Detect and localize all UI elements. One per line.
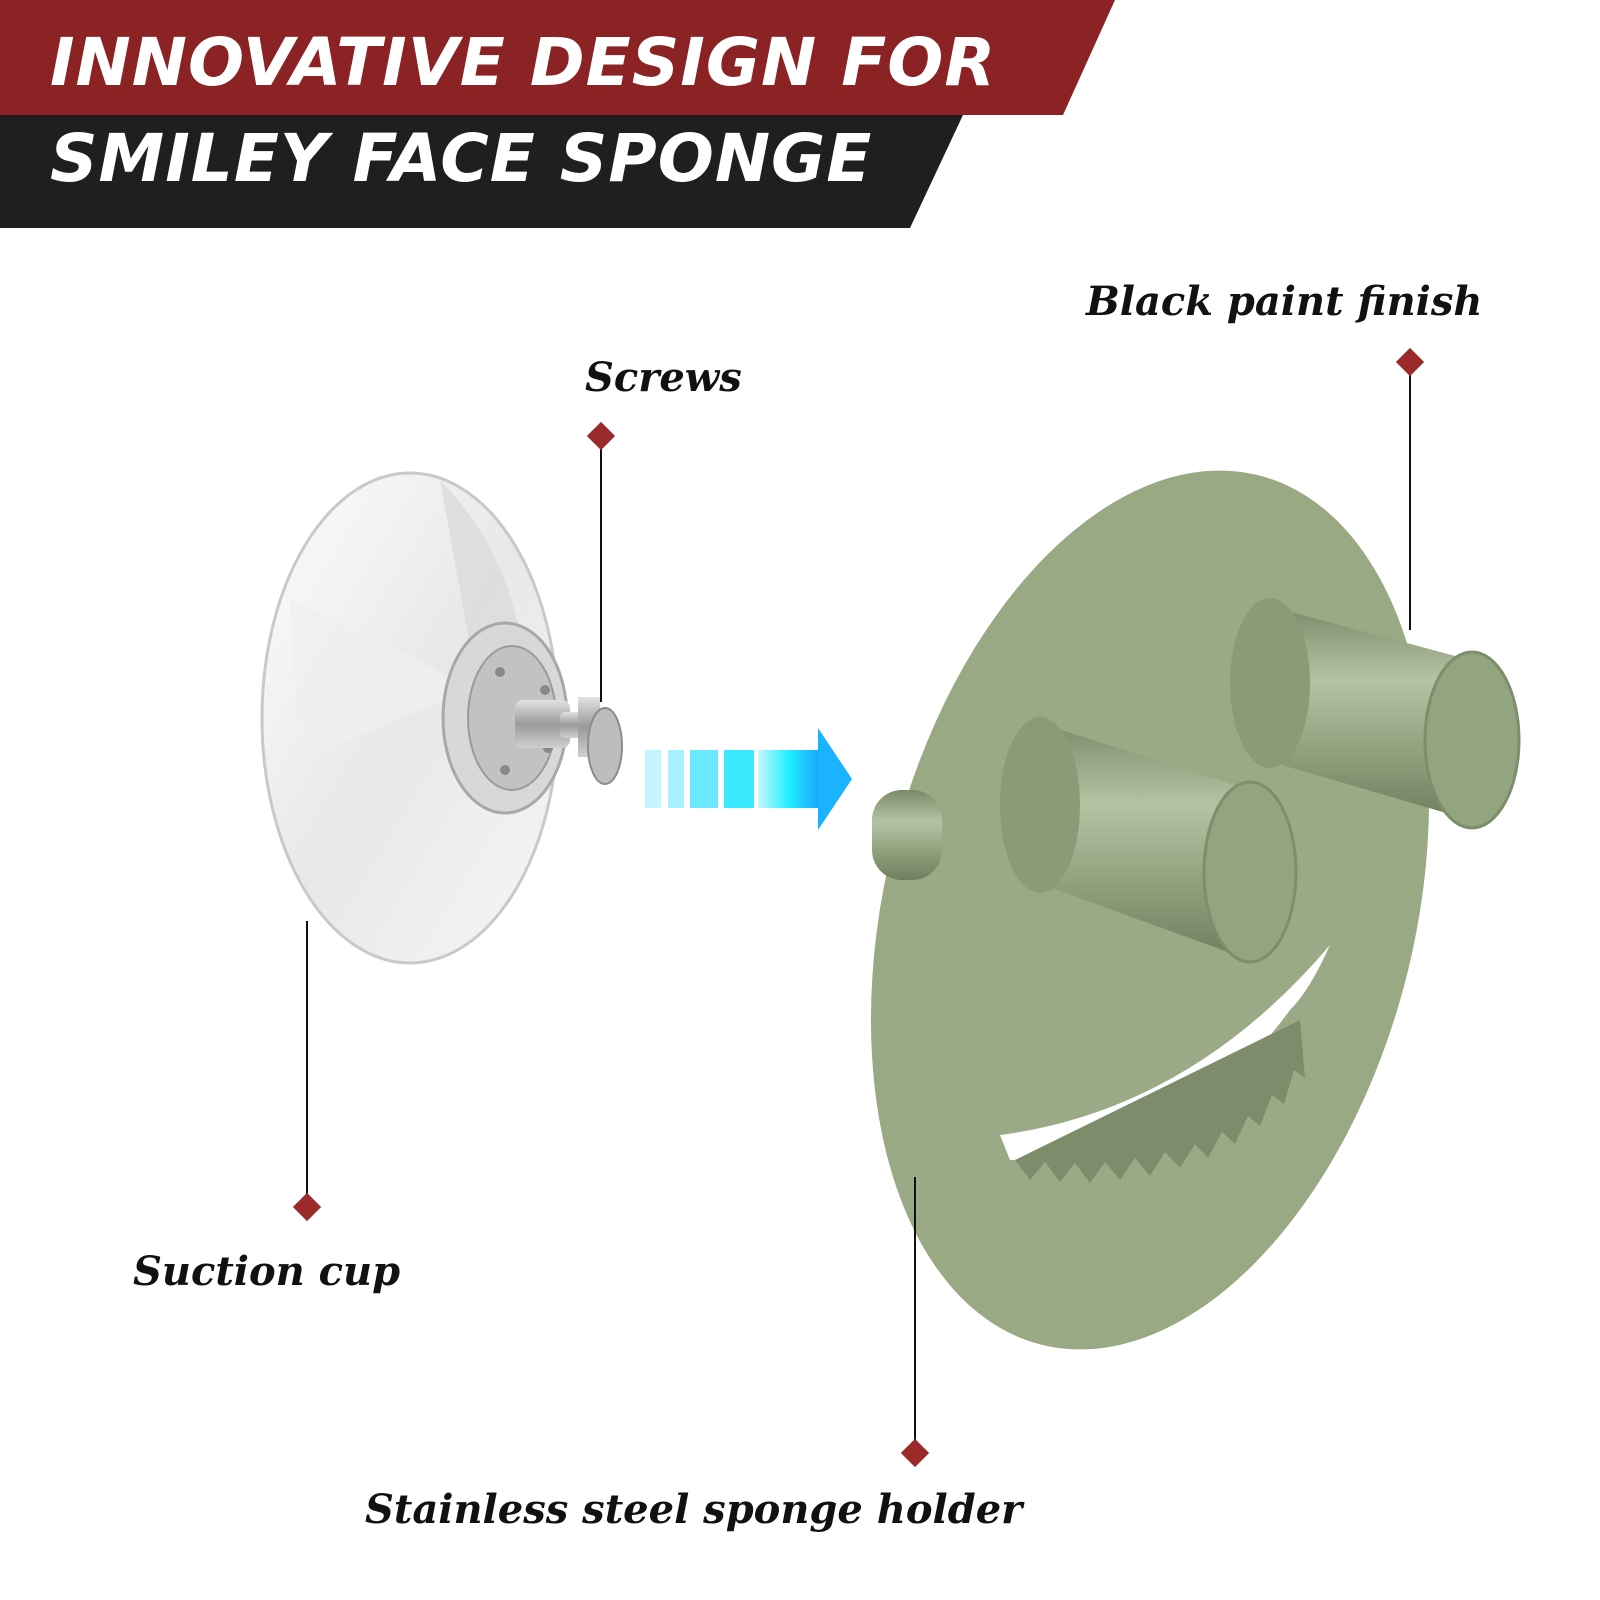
- callout-suction-cup: Suction cup: [133, 1248, 401, 1295]
- peg-left: [1000, 717, 1298, 964]
- suction-cup: [260, 471, 569, 965]
- callout-sponge-holder: Stainless steel sponge holder: [365, 1486, 1023, 1533]
- diamond-marker-icon: [900, 1438, 930, 1468]
- right-arrow-icon: [645, 728, 852, 830]
- sponge-holder: [870, 470, 1521, 1350]
- peg-right: [1230, 598, 1521, 830]
- diamond-marker-icon: [1395, 347, 1425, 377]
- diamond-marker-icon: [292, 1192, 322, 1222]
- banner-red-band: [0, 0, 1115, 115]
- callout-black-paint-finish: Black paint finish: [1086, 278, 1483, 325]
- callout-screws: Screws: [585, 354, 742, 401]
- headline-line-1: INNOVATIVE DESIGN FOR: [50, 24, 997, 101]
- header-banner: [0, 0, 1115, 228]
- smile-slot: [1000, 945, 1330, 1183]
- headline-line-2: SMILEY FACE SPONGE: [50, 120, 873, 197]
- screw: [515, 697, 623, 785]
- callout-leaders: [292, 347, 1425, 1468]
- diamond-marker-icon: [586, 421, 616, 451]
- banner-black-band: [0, 115, 963, 228]
